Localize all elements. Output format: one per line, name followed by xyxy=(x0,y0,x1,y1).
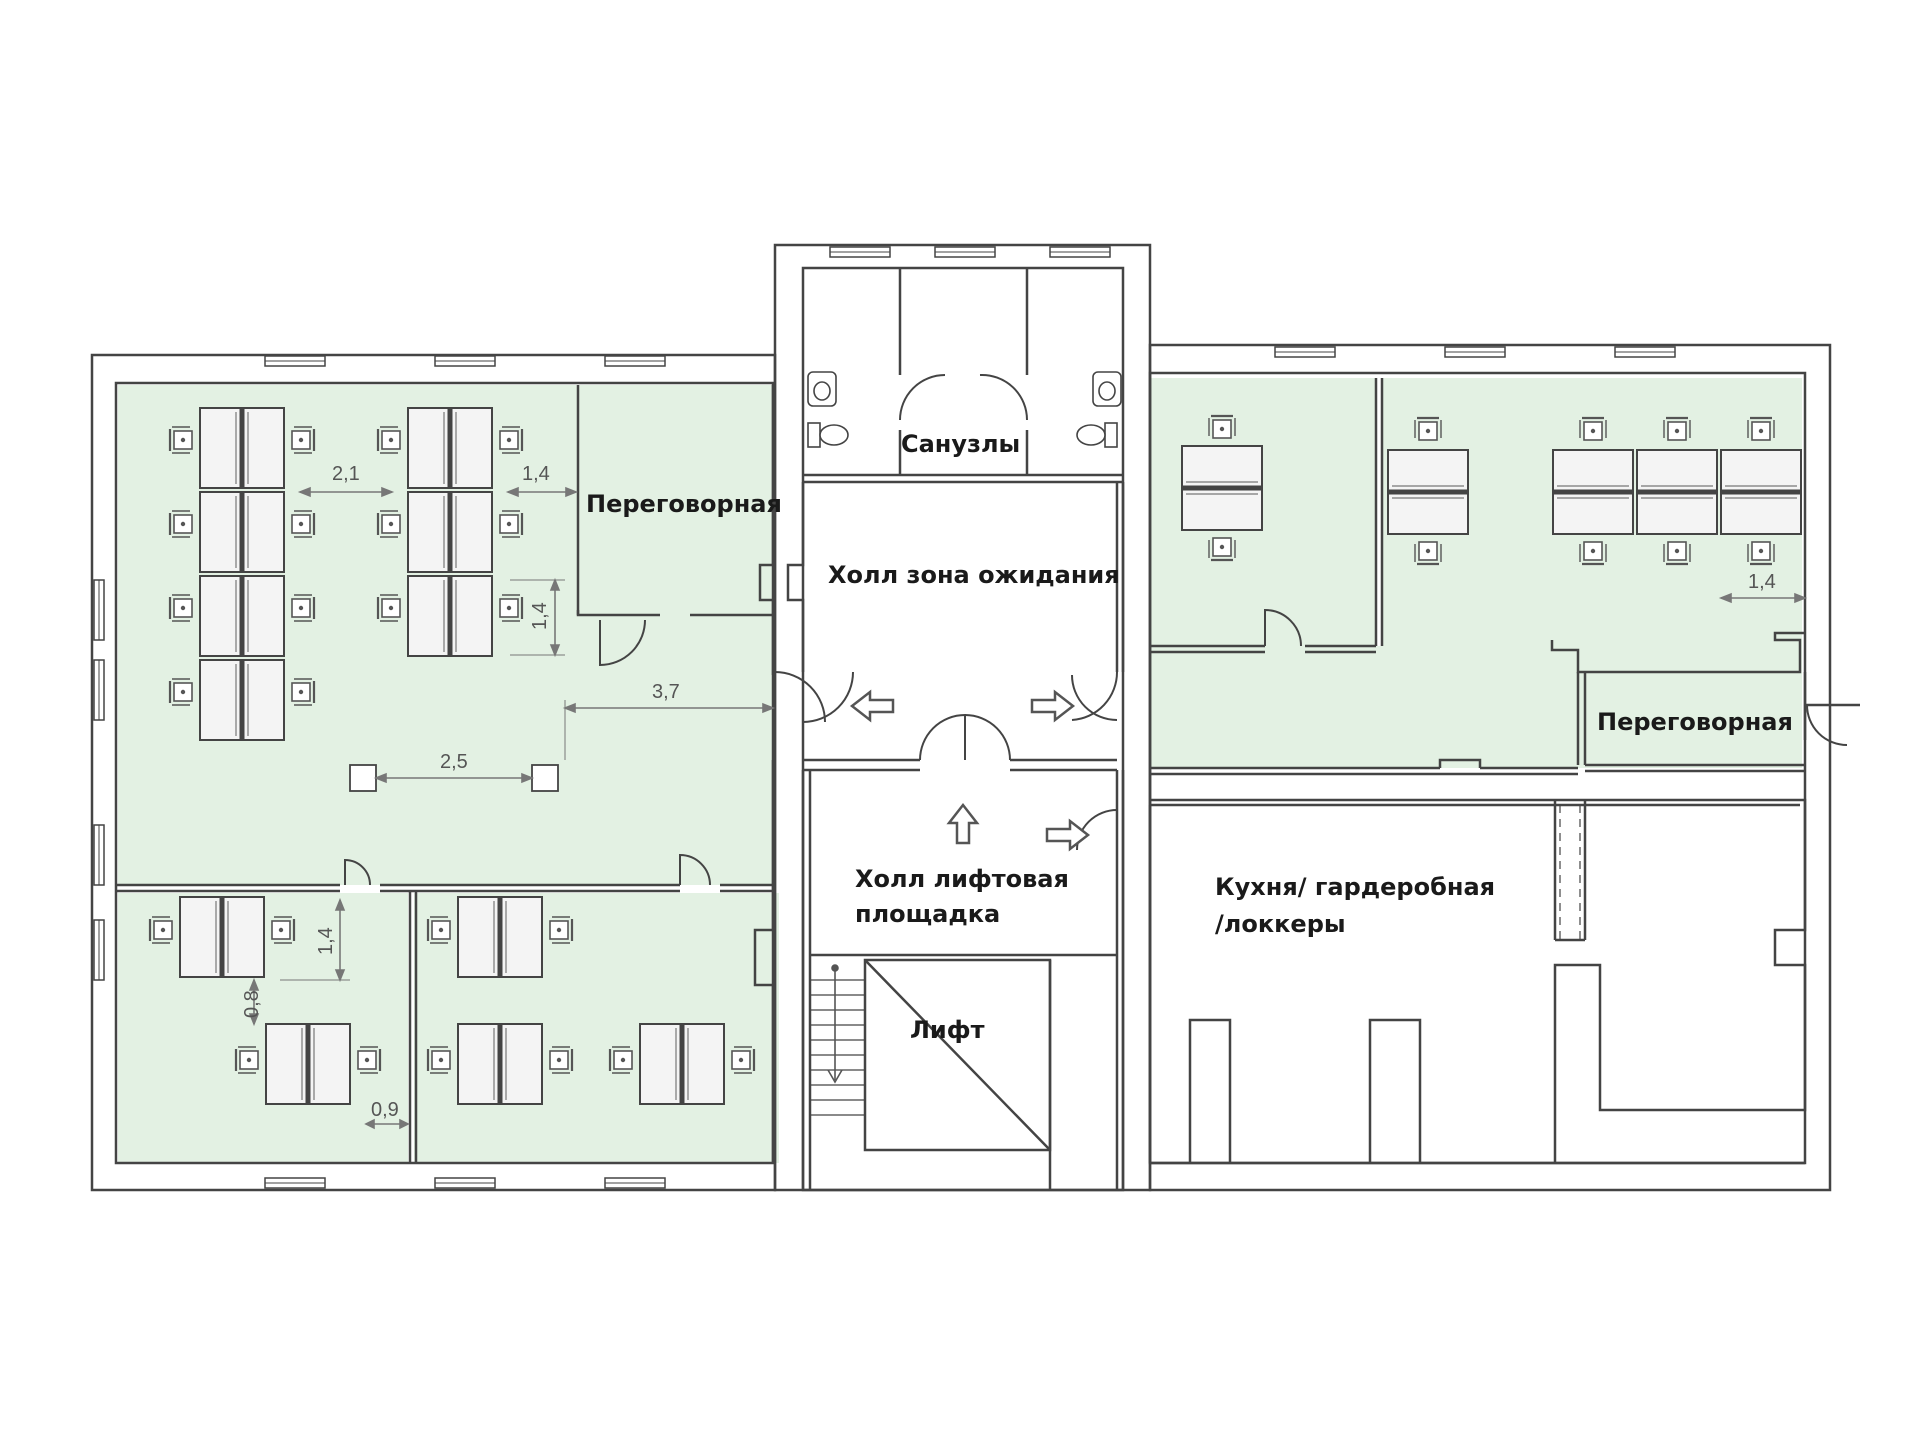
meeting-room-left-label: Переговорная xyxy=(586,490,782,518)
dimension-lines xyxy=(248,486,1808,1130)
arrow-right-icon xyxy=(1030,689,1091,852)
elevator-hall-label-line2: площадка xyxy=(855,900,1000,928)
dimension-label: 0,8 xyxy=(241,990,263,1018)
dimension-label: 1,4 xyxy=(522,463,550,485)
dimension-label: 1,4 xyxy=(1748,571,1776,593)
dimension-label: 1,4 xyxy=(529,602,551,630)
dimension-label: 2,1 xyxy=(332,463,360,485)
arrow-up-icon xyxy=(946,802,980,845)
restrooms-label: Санузлы xyxy=(901,430,1020,458)
door-swing-icon xyxy=(344,373,1848,886)
stair-arrow-icon xyxy=(827,964,843,1084)
toilet-icon xyxy=(807,371,1122,448)
kitchen-label-line1: Кухня/ гардеробная xyxy=(1215,873,1495,901)
kitchen-label-line2: /локкеры xyxy=(1215,910,1346,938)
dimension-label: 0,9 xyxy=(371,1099,399,1121)
waiting-hall-label: Холл зона ожидания xyxy=(828,561,1120,589)
elevator-label: Лифт xyxy=(910,1016,985,1044)
arrow-left-icon xyxy=(849,689,895,723)
dimension-label: 3,7 xyxy=(652,681,680,703)
partitions xyxy=(116,268,1860,1190)
desk-cluster-right-c xyxy=(1553,416,1801,566)
dimension-label: 2,5 xyxy=(440,751,468,773)
elevator-hall-label-line1: Холл лифтовая xyxy=(855,865,1069,893)
meeting-room-right-label: Переговорная xyxy=(1597,708,1793,736)
dimension-label: 1,4 xyxy=(315,927,337,955)
